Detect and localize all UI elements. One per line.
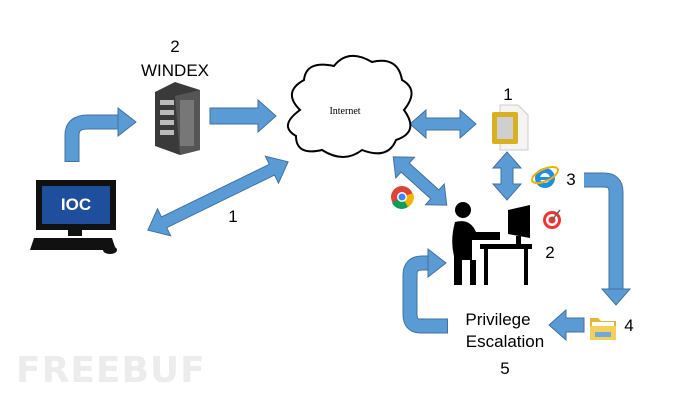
windex-number: 2 bbox=[170, 37, 180, 56]
ioc-label: IOC bbox=[60, 195, 92, 214]
escalation-label: Escalation bbox=[465, 332, 545, 351]
arrow-ioc-internet bbox=[147, 155, 289, 237]
arrow-escalation-loop bbox=[402, 248, 448, 334]
arrow-internet-attacker bbox=[392, 156, 448, 206]
folder-number: 4 bbox=[624, 316, 634, 335]
internet-label: Internet bbox=[329, 106, 361, 117]
windex-label: WINDEX bbox=[141, 61, 209, 80]
ioc-computer-icon bbox=[30, 180, 117, 254]
ioc-link-number: 1 bbox=[228, 207, 238, 226]
arrow-internet-document bbox=[409, 108, 477, 140]
arrow-windex-to-internet bbox=[209, 98, 277, 134]
freebuf-watermark: FREEBUF bbox=[16, 350, 206, 391]
arrow-document-attacker bbox=[491, 151, 523, 201]
arrow-folder-to-escalation bbox=[548, 308, 585, 342]
arrow-ioc-to-windex bbox=[64, 107, 137, 162]
internet-explorer-icon bbox=[531, 165, 559, 188]
escalation-number: 5 bbox=[500, 359, 510, 378]
attacker-number: 2 bbox=[545, 243, 555, 262]
chrome-icon bbox=[391, 186, 414, 209]
arrow-ie-to-folder bbox=[584, 172, 632, 306]
internet-cloud bbox=[287, 55, 413, 158]
document-icon bbox=[492, 104, 529, 151]
privilege-label: Privilege bbox=[465, 310, 531, 329]
document-number: 1 bbox=[503, 85, 513, 104]
ie-number: 3 bbox=[566, 170, 576, 189]
target-icon bbox=[543, 209, 561, 229]
folder-icon bbox=[590, 318, 616, 340]
attacker-person-icon bbox=[452, 202, 532, 285]
windex-server-icon bbox=[155, 82, 200, 155]
